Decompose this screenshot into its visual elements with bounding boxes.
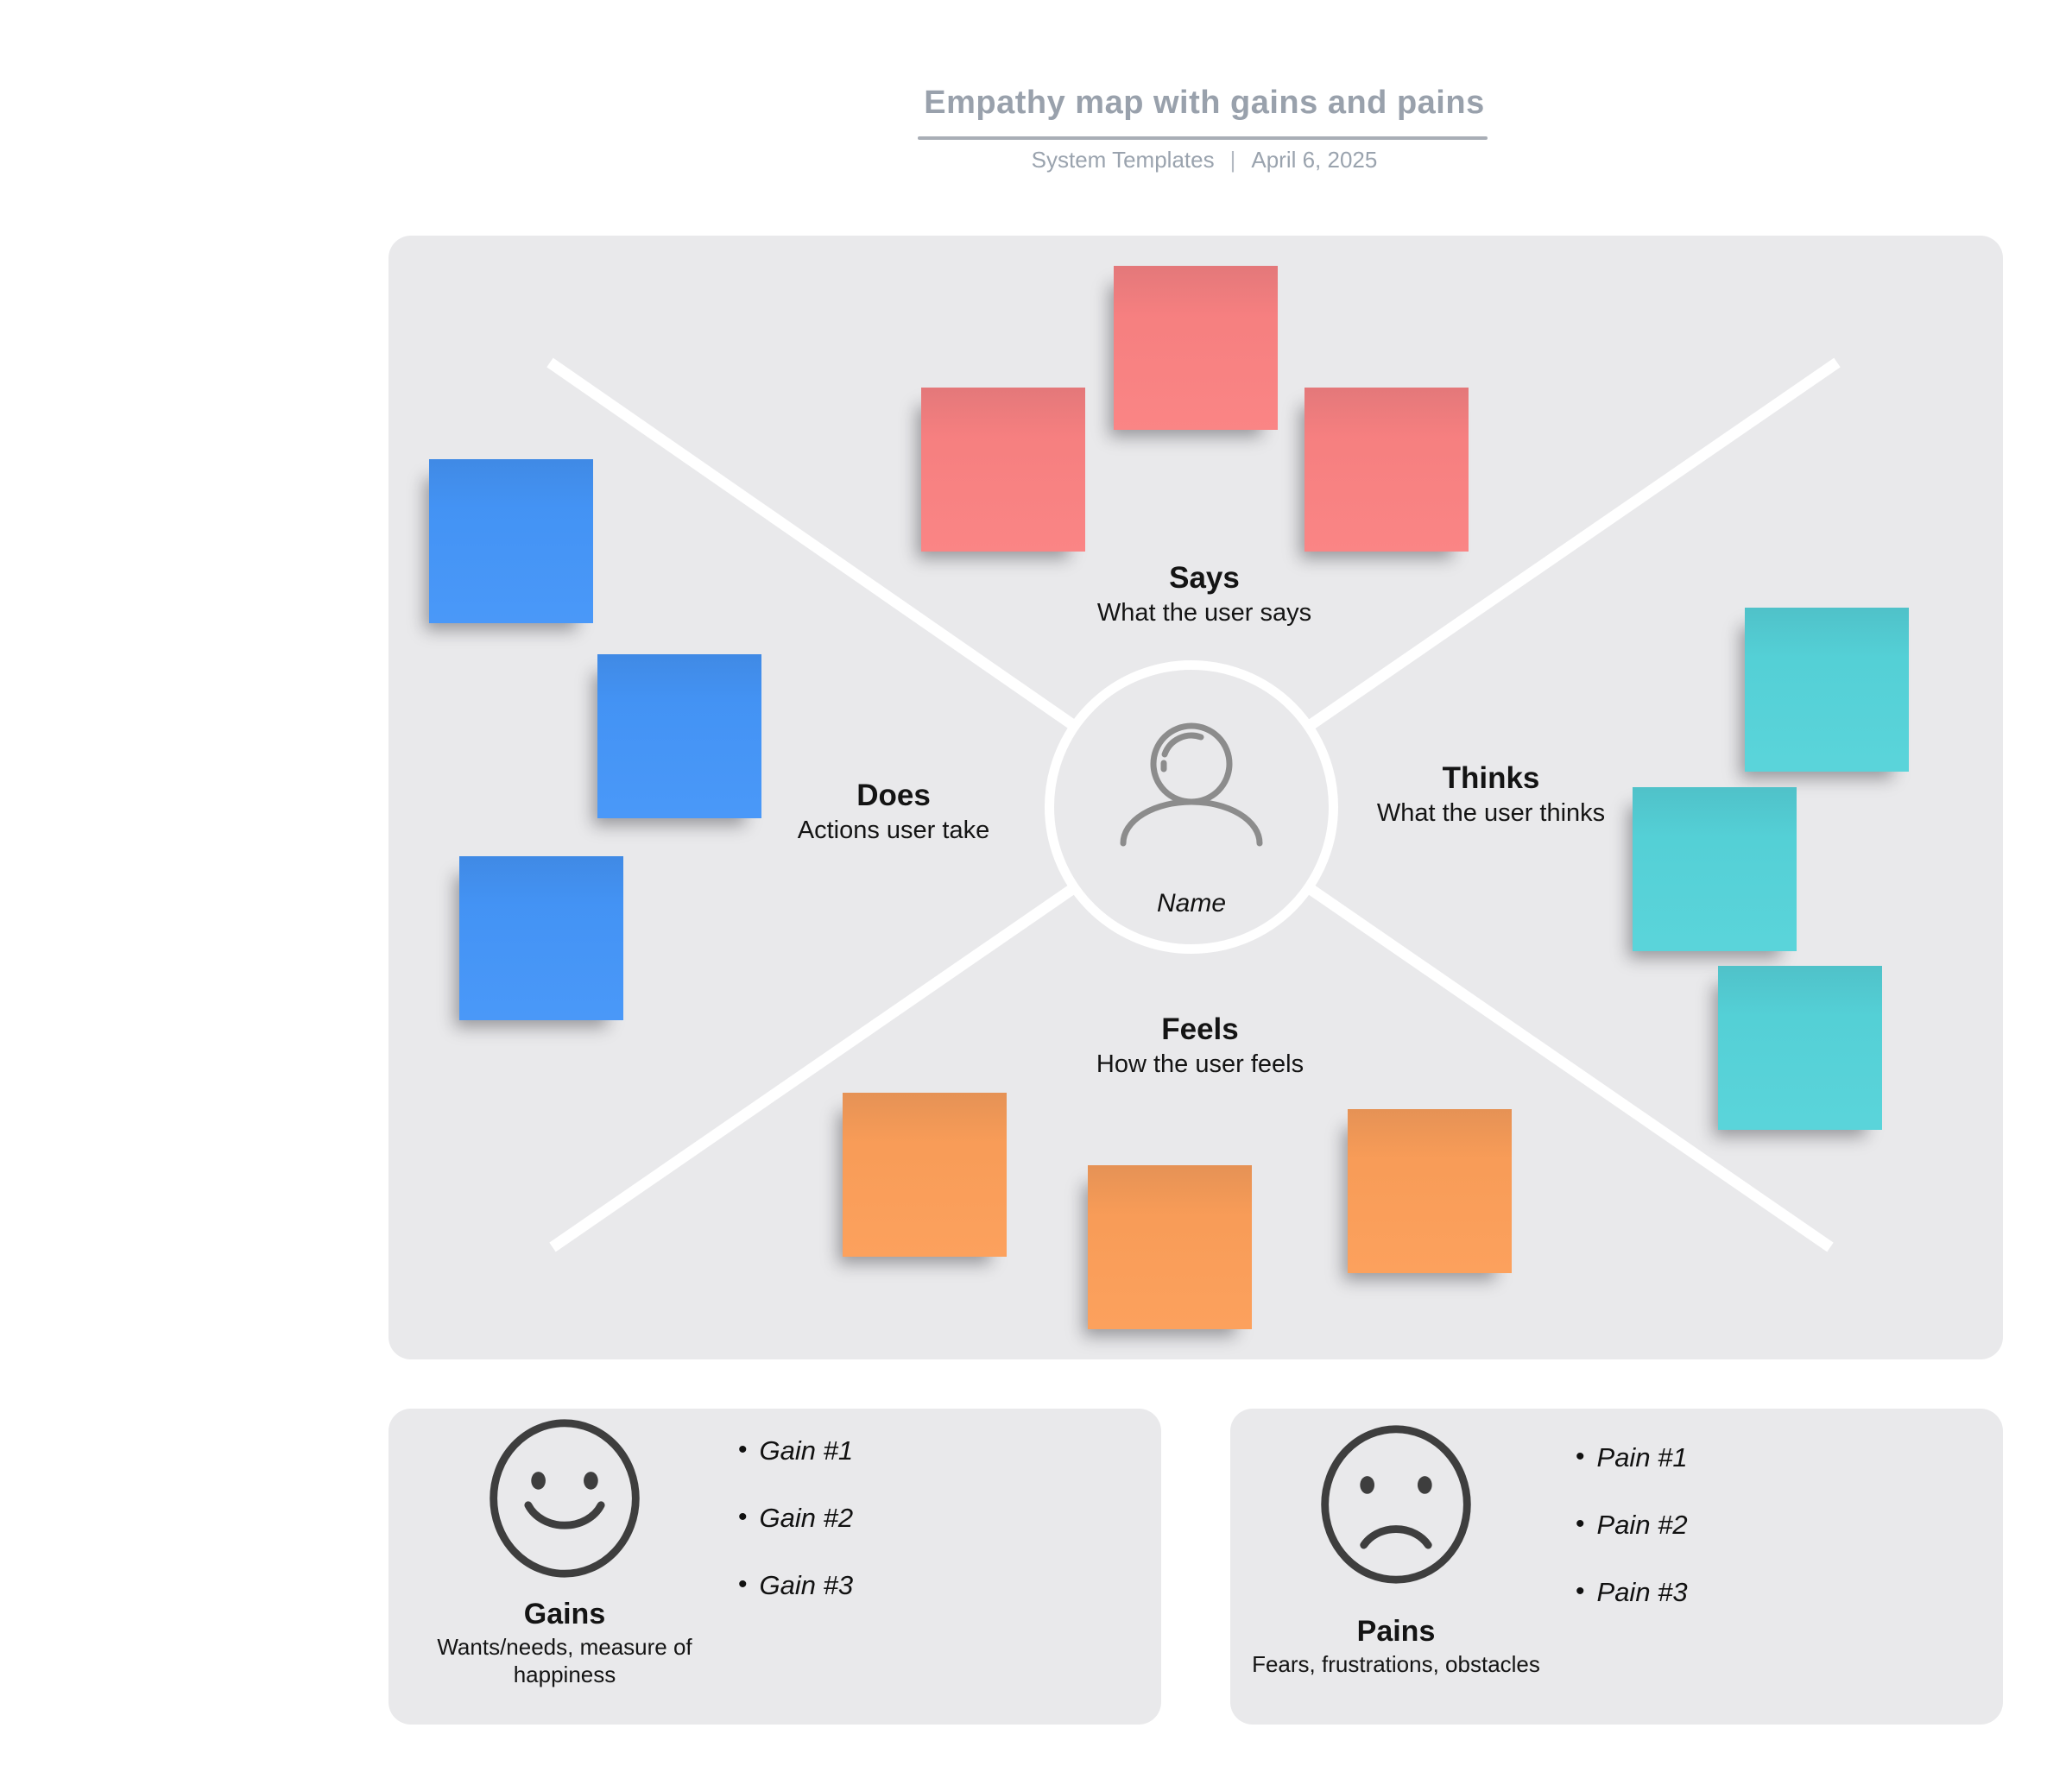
sticky-note-feels[interactable] [843,1093,1007,1257]
quadrant-title-says: Says [1169,561,1240,595]
date-label: April 6, 2025 [1251,147,1378,173]
pain-item-1[interactable]: Pain #1 [1576,1441,1688,1475]
page-title: Empathy map with gains and pains [924,85,1485,121]
sticky-note-does[interactable] [597,654,761,818]
quadrant-feels: Feels How the user feels [898,1012,1502,1081]
sticky-note-thinks[interactable] [1745,608,1909,772]
pains-list: Pain #1 Pain #2 Pain #3 [1576,1441,1688,1643]
sticky-note-says[interactable] [1114,266,1278,430]
pain-item-3[interactable]: Pain #3 [1576,1576,1688,1610]
byline: System Templates [1031,147,1215,173]
sticky-note-says[interactable] [1304,388,1469,552]
empathy-map-board: Says What the user says Does Actions use… [388,236,2003,1359]
quadrant-says: Says What the user says [902,560,1507,629]
persona-name-label[interactable]: Name [1156,889,1227,918]
quadrant-subtitle-does: Actions user take [797,817,990,844]
quadrant-subtitle-thinks: What the user thinks [1376,799,1606,827]
gains-caption: Gains Wants/needs, measure of happiness [392,1595,737,1688]
sad-face-icon [1321,1425,1471,1584]
person-icon [1120,722,1263,847]
pain-item-2[interactable]: Pain #2 [1576,1509,1688,1542]
smiley-face-icon [490,1419,640,1578]
quadrant-title-does: Does [856,779,931,812]
sticky-note-says[interactable] [921,388,1085,552]
sticky-note-thinks[interactable] [1633,787,1797,951]
persona-circle [1045,660,1338,954]
quadrant-title-feels: Feels [1161,1012,1239,1046]
title-underline [918,136,1488,140]
sticky-note-thinks[interactable] [1718,966,1882,1130]
sticky-note-feels[interactable] [1348,1109,1512,1273]
quadrant-subtitle-feels: How the user feels [1096,1050,1304,1078]
page-subtitle: System Templates | April 6, 2025 [859,147,1550,173]
pains-description: Fears, frustrations, obstacles [1252,1651,1540,1677]
quadrant-does: Does Actions user take [678,778,1109,847]
sticky-note-feels[interactable] [1088,1165,1252,1329]
gains-card: Gains Wants/needs, measure of happiness … [388,1409,1161,1725]
quadrant-thinks: Thinks What the user thinks [1275,760,1707,829]
pains-title: Pains [1356,1615,1436,1648]
gain-item-1[interactable]: Gain #1 [738,1435,854,1468]
pains-card: Pains Fears, frustrations, obstacles Pai… [1230,1409,2003,1725]
quadrant-title-thinks: Thinks [1442,761,1540,795]
gains-description: Wants/needs, measure of happiness [437,1634,692,1687]
sticky-note-does[interactable] [429,459,593,623]
gains-title: Gains [523,1598,606,1630]
quadrant-subtitle-says: What the user says [1096,599,1312,627]
gains-list: Gain #1 Gain #2 Gain #3 [738,1435,854,1636]
subtitle-separator: | [1229,147,1236,173]
pains-caption: Pains Fears, frustrations, obstacles [1230,1612,1562,1678]
gain-item-2[interactable]: Gain #2 [738,1502,854,1536]
sticky-note-does[interactable] [459,856,623,1020]
gain-item-3[interactable]: Gain #3 [738,1569,854,1603]
